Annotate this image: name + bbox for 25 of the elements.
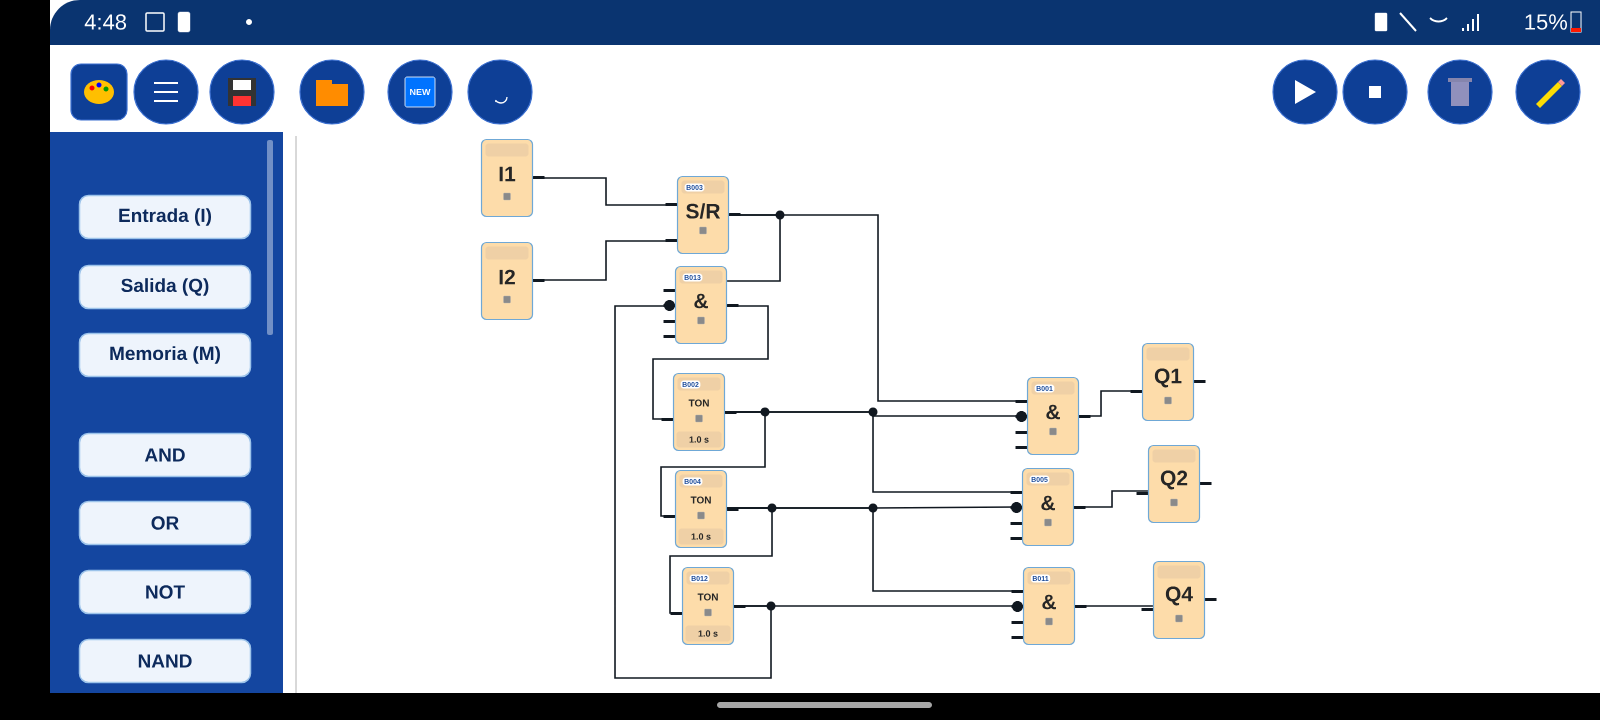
wire [724,411,1023,493]
wire [1073,490,1149,508]
wire [652,305,769,420]
sidebar-button: Memoria (M) [78,332,252,378]
battery-percentage: 15% [1525,14,1568,30]
sidebar-button: Salida (Q) [78,264,252,310]
clock: 4:48 [84,14,127,30]
wire [532,177,678,206]
wire [726,507,1024,592]
logic-block: I1 [480,138,545,218]
logic-block: Q2 [1136,444,1212,524]
sidebar-button: Entrada (I) [78,194,252,240]
logic-block: I2 [480,241,545,321]
sidebar-button: NAND [78,638,252,684]
wire [726,214,781,282]
wire [1078,390,1143,417]
wire [1074,605,1154,607]
logic-block: Q1 [1130,342,1206,422]
sidebar-button: OR [78,500,252,546]
sidebar-button: NOT [78,569,252,615]
wire [733,605,1024,607]
wire [614,305,772,679]
sidebar-button: AND [78,432,252,478]
wire [532,240,678,281]
logic-block: Q4 [1141,560,1217,640]
